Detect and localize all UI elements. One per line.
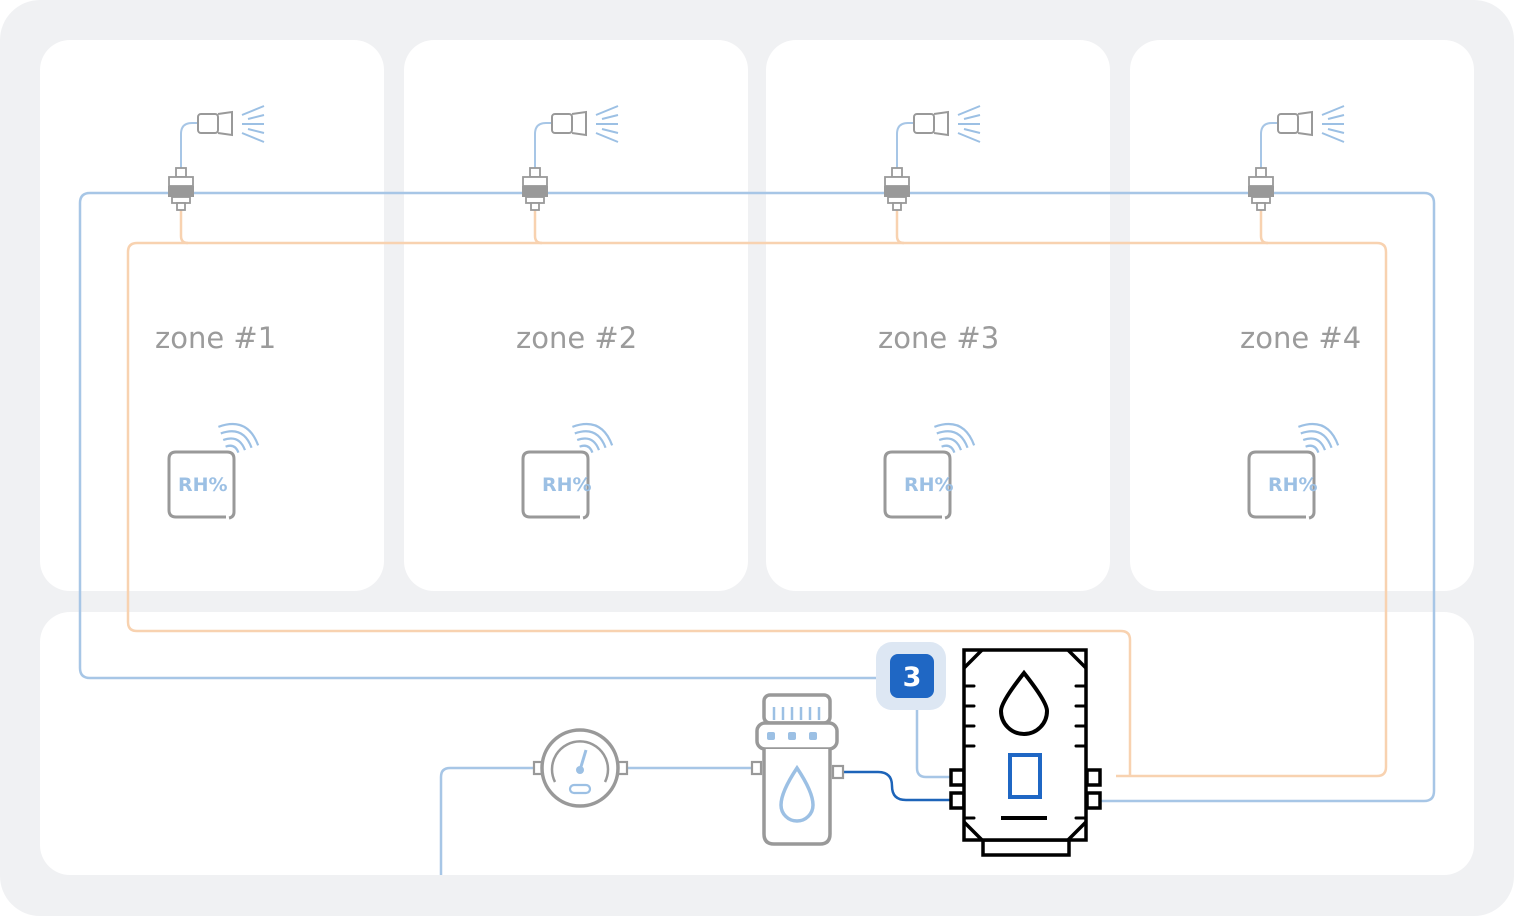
zone-label: zone #4 (1240, 321, 1361, 355)
step-number: 3 (903, 662, 922, 693)
zone-label: zone #2 (516, 321, 637, 355)
humidifier-controller-icon (949, 648, 1102, 857)
spray-nozzle-icon (1260, 105, 1345, 168)
spray-nozzle-icon (180, 105, 265, 168)
solenoid-valve-icon (1248, 167, 1274, 211)
zone-panel-3 (766, 40, 1110, 591)
zone-3: zone #3 RH% (878, 105, 999, 520)
zone-label: zone #1 (155, 321, 276, 355)
sensor-label: RH% (178, 474, 228, 496)
control-cable (126, 241, 1388, 778)
humidity-sensor-icon: RH% (883, 422, 976, 520)
solenoid-valve-icon (884, 167, 910, 211)
sensor-label: RH% (1268, 474, 1318, 496)
solenoid-valve-icon (522, 167, 548, 211)
water-filter-icon (750, 693, 845, 846)
humidity-sensor-icon: RH% (167, 422, 260, 520)
zone-panel-1 (40, 40, 384, 591)
water-loop-line (78, 191, 1436, 803)
zone-panel-2 (404, 40, 748, 591)
humidity-sensor-icon: RH% (1247, 422, 1340, 520)
valve-control-drops (179, 206, 1269, 245)
spray-nozzle-icon (534, 105, 619, 168)
spray-nozzle-icon (896, 105, 981, 168)
sensor-label: RH% (542, 474, 592, 496)
water-supply-line (439, 766, 535, 875)
zone-2: zone #2 RH% (516, 105, 637, 520)
sensor-label: RH% (904, 474, 954, 496)
controller-return-line (915, 700, 951, 779)
zone-label: zone #3 (878, 321, 999, 355)
zone-panel-4 (1130, 40, 1474, 591)
pressure-gauge-icon (532, 728, 629, 808)
step-badge: 3 (876, 642, 946, 710)
filter-to-controller-line (843, 770, 951, 802)
solenoid-valve-icon (168, 167, 194, 211)
zone-1: zone #1 RH% (155, 105, 276, 520)
humidity-sensor-icon: RH% (521, 422, 614, 520)
zone-4: zone #4 RH% (1240, 105, 1361, 520)
